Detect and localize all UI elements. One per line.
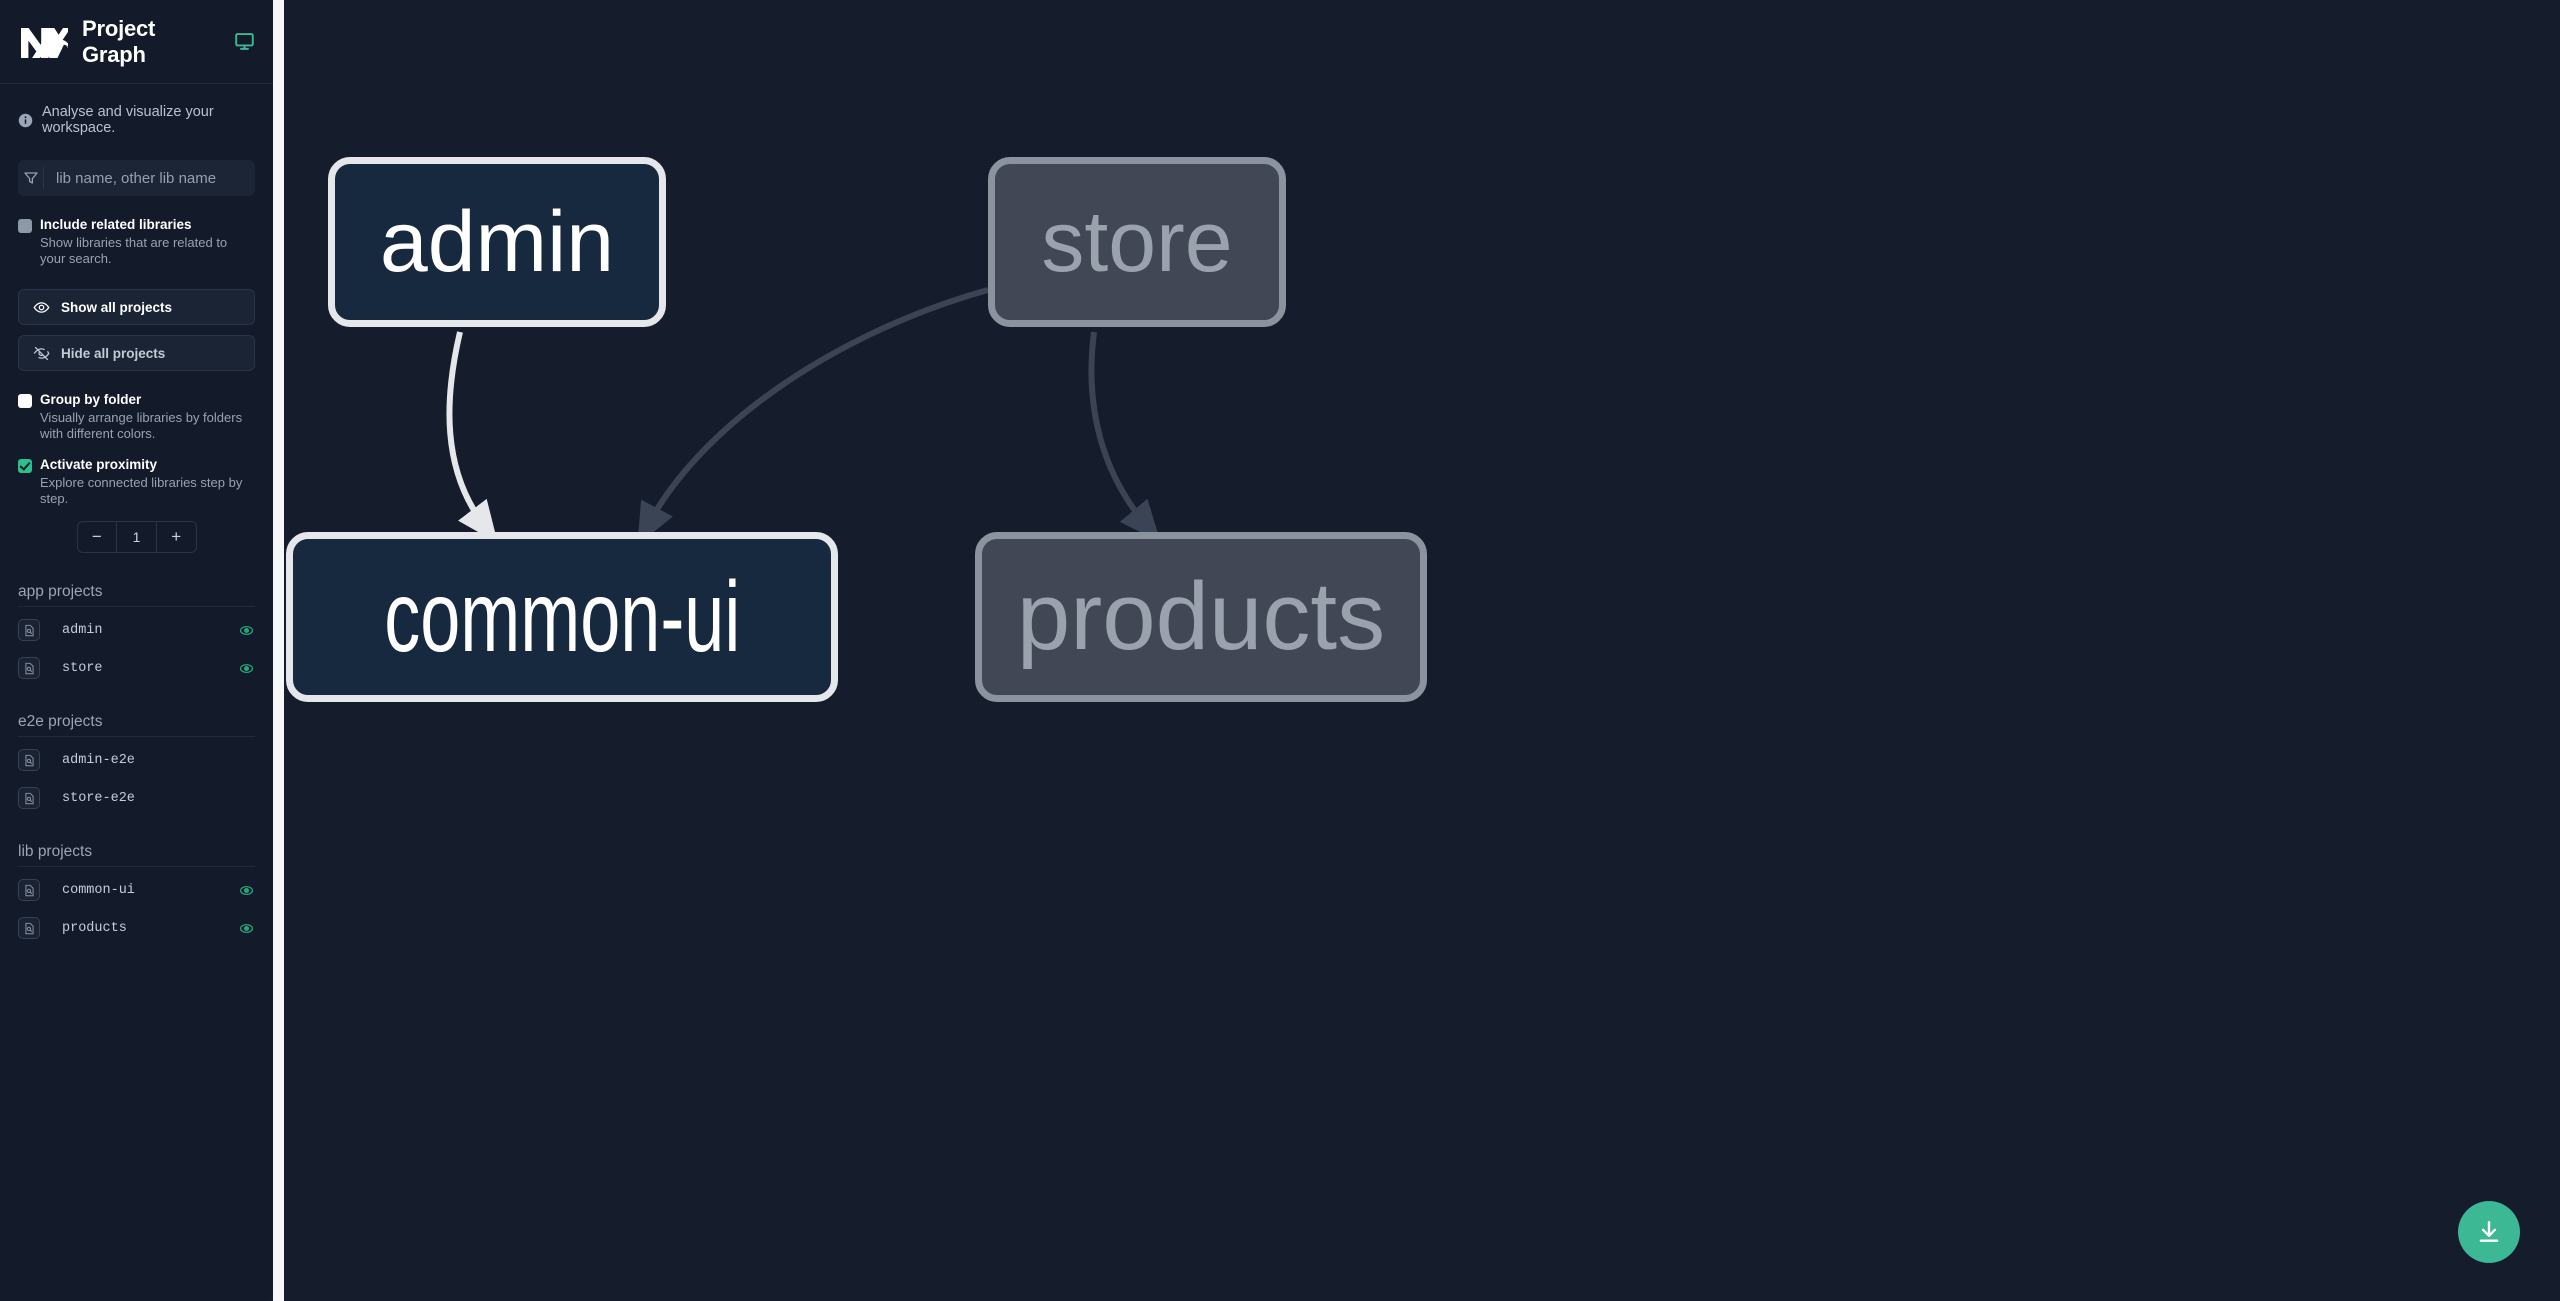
project-file-icon (18, 787, 40, 809)
edge-store-to-common-ui (637, 287, 989, 546)
search-input[interactable] (44, 169, 255, 187)
project-file-icon (18, 917, 40, 939)
option-label: Include related libraries (40, 217, 192, 232)
option-label: Activate proximity (40, 457, 158, 472)
graph-edges (446, 287, 1161, 546)
proximity-stepper[interactable]: − 1 + (76, 521, 197, 553)
monitor-icon[interactable] (234, 31, 255, 53)
project-list-item-store-e2e[interactable]: store-e2e (18, 783, 255, 813)
project-group: app projects admin store (0, 583, 273, 683)
project-group-title: app projects (18, 583, 255, 607)
project-list-item-admin[interactable]: admin (18, 615, 255, 645)
project-visibility-eye-icon[interactable] (238, 920, 255, 937)
option-group-by-folder[interactable]: Group by folder Visually arrange librari… (0, 391, 273, 442)
project-group-title: e2e projects (18, 713, 255, 737)
option-description: Show libraries that are related to your … (40, 235, 228, 266)
option-label: Group by folder (40, 392, 142, 407)
graph-node-products[interactable]: products (975, 532, 1427, 702)
proximity-value: 1 (116, 522, 157, 552)
sidebar-resize-divider[interactable] (273, 0, 284, 1301)
info-icon (18, 113, 33, 128)
project-name: admin (62, 622, 103, 638)
tagline: Analyse and visualize your workspace. (0, 84, 273, 136)
project-file-icon (18, 619, 40, 641)
hide-all-projects-label: Hide all projects (61, 345, 166, 361)
activate-proximity-checkbox[interactable] (18, 459, 32, 473)
download-graph-button[interactable] (2458, 1201, 2520, 1263)
search-box[interactable] (18, 160, 255, 196)
tagline-text: Analyse and visualize your workspace. (42, 104, 214, 136)
graph-node-label: products (1016, 563, 1386, 670)
project-visibility-eye-icon[interactable] (238, 882, 255, 899)
filter-funnel-icon (18, 167, 44, 189)
graph-node-store[interactable]: store (988, 157, 1286, 327)
project-name: products (62, 920, 127, 936)
project-list-item-store[interactable]: store (18, 653, 255, 683)
graph-node-label: store (1041, 194, 1233, 290)
project-list-item-admin-e2e[interactable]: admin-e2e (18, 745, 255, 775)
eye-icon (33, 299, 50, 316)
sidebar-header: Project Graph (0, 0, 273, 84)
project-group: lib projects common-ui products (0, 843, 273, 943)
group-by-folder-checkbox[interactable] (18, 394, 32, 408)
project-groups: app projects admin store e2e projects admin-… (0, 553, 273, 943)
project-visibility-eye-icon[interactable] (238, 622, 255, 639)
project-visibility-eye-icon[interactable] (238, 660, 255, 677)
project-file-icon (18, 879, 40, 901)
option-include-related-libraries[interactable]: Include related libraries Show libraries… (0, 216, 273, 267)
project-file-icon (18, 749, 40, 771)
project-list-item-products[interactable]: products (18, 913, 255, 943)
download-icon (2476, 1219, 2502, 1245)
project-name: admin-e2e (62, 752, 135, 768)
graph-node-admin[interactable]: admin (328, 157, 666, 327)
edge-store-to-products (1088, 331, 1161, 543)
project-name: store-e2e (62, 790, 135, 806)
show-all-projects-label: Show all projects (61, 299, 173, 315)
project-visibility-eye-icon[interactable] (238, 790, 255, 807)
graph-node-label: common-ui (383, 561, 741, 673)
graph-node-label: admin (379, 194, 615, 290)
hide-all-projects-button[interactable]: Hide all projects (18, 335, 255, 371)
project-group-title: lib projects (18, 843, 255, 867)
project-name: store (62, 660, 103, 676)
project-list-item-common-ui[interactable]: common-ui (18, 875, 255, 905)
proximity-increment-button[interactable]: + (171, 527, 182, 546)
project-name: common-ui (62, 882, 135, 898)
sidebar: Project Graph Analyse and visualize your… (0, 0, 273, 1301)
project-file-icon (18, 657, 40, 679)
option-description: Visually arrange libraries by folders wi… (40, 410, 243, 441)
graph-node-common-ui[interactable]: common-ui (286, 532, 838, 702)
proximity-decrement-button[interactable]: − (91, 527, 102, 546)
eye-off-icon (33, 345, 50, 362)
show-all-projects-button[interactable]: Show all projects (18, 289, 255, 325)
option-description: Explore connected libraries step by step… (40, 475, 243, 506)
option-activate-proximity[interactable]: Activate proximity Explore connected lib… (0, 456, 273, 507)
project-group: e2e projects admin-e2e store-e2e (0, 713, 273, 813)
include-related-libraries-checkbox[interactable] (18, 219, 32, 233)
project-visibility-eye-icon[interactable] (238, 752, 255, 769)
nx-logo-icon (18, 22, 72, 62)
page-title: Project Graph (82, 15, 156, 67)
graph-canvas[interactable]: admin store common-ui products (284, 0, 2560, 1301)
edge-admin-to-common-ui (446, 331, 498, 544)
